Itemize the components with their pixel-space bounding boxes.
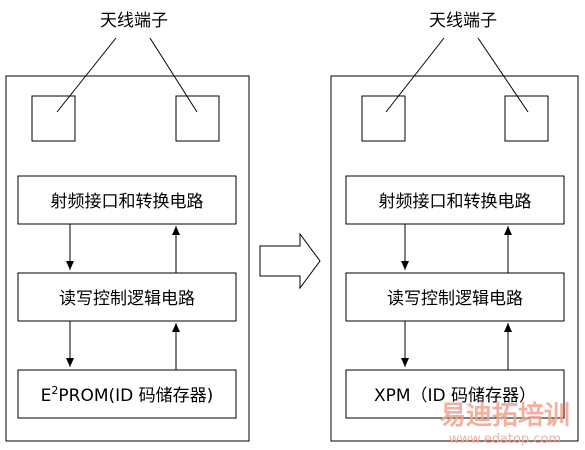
right-antenna-terminal-1 xyxy=(361,95,406,142)
left-antenna-terminal-1 xyxy=(31,95,76,142)
right-antenna-terminal-2 xyxy=(504,95,549,142)
watermark-text: 易迪拓培训 xyxy=(440,401,570,431)
left-memory-box xyxy=(17,369,237,419)
transition-arrow-icon xyxy=(259,232,321,290)
right-chip-outline xyxy=(330,75,579,442)
left-chip-outline xyxy=(5,75,250,442)
left-rf-interface-label: 射频接口和转换电路 xyxy=(51,192,204,212)
watermark-url: www.edatop.com xyxy=(449,432,561,447)
left-antenna-lead-left xyxy=(56,37,117,113)
right-memory-box xyxy=(345,369,565,419)
right-antenna-lead-right xyxy=(477,37,529,113)
left-tag-diagram: 天线端子 射频接口和转换电路 读写控制逻辑电路 E2PROM(ID 码储存器) xyxy=(5,11,250,442)
left-antenna-lead-right xyxy=(149,37,198,113)
right-antenna-lead-left xyxy=(385,37,445,113)
left-rw-control-box xyxy=(17,272,237,322)
right-tag-diagram: 天线端子 射频接口和转换电路 读写控制逻辑电路 XPM（ID 码储存器） xyxy=(330,11,579,442)
right-rf-interface-label: 射频接口和转换电路 xyxy=(379,192,532,212)
left-memory-label: E2PROM(ID 码储存器) xyxy=(41,384,214,406)
left-rw-control-label: 读写控制逻辑电路 xyxy=(59,289,195,309)
watermark: 易迪拓培训 www.edatop.com xyxy=(440,401,570,447)
right-rw-control-box xyxy=(345,272,565,322)
left-antenna-label: 天线端子 xyxy=(100,11,168,31)
left-rf-interface-box xyxy=(17,175,237,225)
left-antenna-terminal-2 xyxy=(175,95,220,142)
right-memory-label: XPM（ID 码储存器） xyxy=(374,386,536,406)
right-rw-control-label: 读写控制逻辑电路 xyxy=(387,289,523,309)
right-rf-interface-box xyxy=(345,175,565,225)
right-antenna-label: 天线端子 xyxy=(429,11,497,31)
